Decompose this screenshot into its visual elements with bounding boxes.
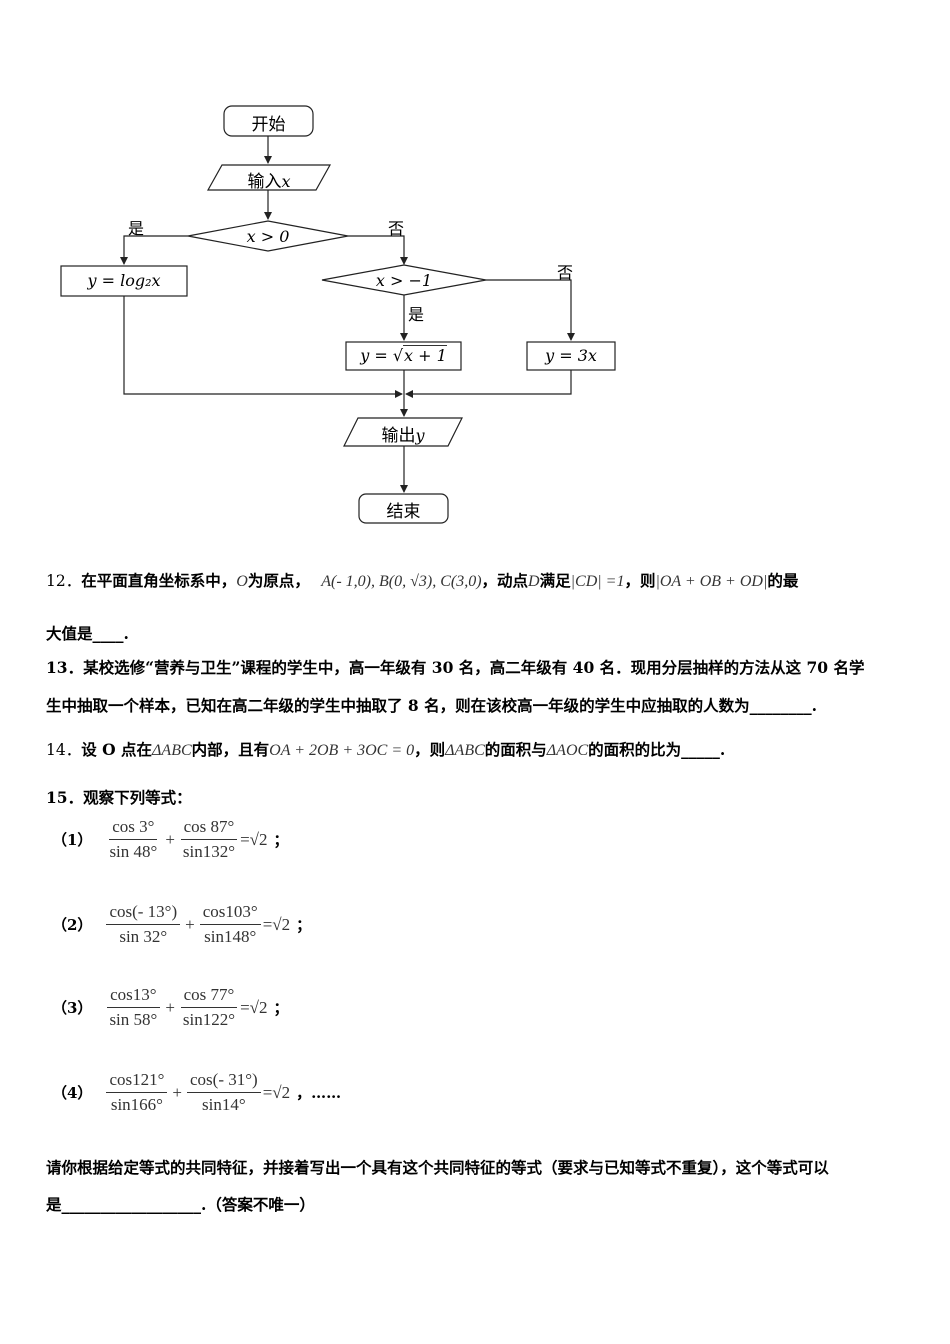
- output-text: 输出: [381, 426, 416, 446]
- eq2-frac2: cos103°sin148°: [199, 902, 261, 947]
- q12-text4: 满足: [539, 571, 571, 590]
- eq2-frac1: cos(- 13°)sin 32°: [106, 902, 181, 947]
- no1-label: 否: [388, 219, 405, 238]
- sqrt-lhs: y =: [360, 346, 393, 365]
- q14-text3: ，则: [414, 740, 446, 759]
- eq4-label: （4）: [52, 1084, 93, 1102]
- q12-text5: ，则: [624, 571, 656, 590]
- q15-head: 15．观察下列等式：: [46, 788, 192, 807]
- eq1-label: （1）: [52, 831, 93, 849]
- q14-text2: 内部，且有: [191, 740, 270, 759]
- cond2-label: x > −1: [375, 271, 433, 290]
- triple-process: [526, 341, 616, 371]
- q12-line2: 大值是____.: [46, 624, 129, 643]
- start-label: 开始: [251, 115, 286, 135]
- eq3-tail: ；: [273, 999, 289, 1017]
- eq4-frac2: cos(- 31°)sin14°: [187, 1070, 261, 1115]
- log-label: y = log₂x: [87, 271, 161, 290]
- eq3-label: （3）: [52, 999, 93, 1017]
- q12-origin: O: [236, 573, 248, 590]
- q15-equation-3: （3） cos13°sin 58° + cos 77°sin122° =√2 ；: [52, 985, 289, 1030]
- q14-text5: 的面积的比为_____.: [588, 740, 726, 759]
- sqrt-process: [345, 341, 462, 371]
- q12-cd-condition: |CD| =1: [570, 573, 625, 590]
- cond1-label: x > 0: [246, 227, 290, 246]
- log-process: [60, 265, 188, 297]
- q12-points: A(- 1,0), B(0, √3), C(3,0): [321, 573, 482, 590]
- q12-num: 12．: [46, 572, 82, 590]
- q12-text2: 为原点，: [247, 571, 310, 590]
- eq4-frac1: cos121°sin166°: [106, 1070, 168, 1115]
- yes2-label: 是: [408, 305, 425, 324]
- eq1-frac2: cos 87°sin132°: [180, 817, 238, 862]
- q14-text4: 的面积与: [484, 740, 547, 759]
- eq4-tail: ，……: [296, 1084, 342, 1102]
- q12-line1: 12．在平面直角坐标系中，O为原点， A(- 1,0), B(0, √3), C…: [46, 569, 798, 591]
- sqrt-arg: x + 1: [403, 345, 447, 365]
- eq3-rhs: =√2: [240, 997, 268, 1017]
- flowchart: [60, 105, 616, 524]
- end-node: [358, 493, 449, 524]
- q15-equation-1: （1） cos 3°sin 48° + cos 87°sin132° =√2 ；: [52, 817, 289, 862]
- q14-triangle-abc-2: ΔABC: [445, 742, 485, 759]
- output-label: 输出y: [344, 421, 462, 446]
- q12-text1: 在平面直角坐标系中，: [81, 571, 237, 590]
- eq1-tail: ；: [273, 831, 289, 849]
- q14-line: 14．设 O 点在ΔABC内部，且有OA + 2OB + 3OC = 0，则ΔA…: [46, 738, 725, 760]
- sqrt-label: y = √x + 1: [360, 345, 447, 365]
- output-node: [343, 417, 463, 447]
- q12-text3: ，动点: [481, 571, 529, 590]
- no2-label: 否: [557, 263, 574, 282]
- eq1-frac1: cos 3°sin 48°: [109, 817, 158, 861]
- q12-vector-sum: |OA + OB + OD|: [655, 573, 768, 590]
- q14-triangle-abc: ΔABC: [152, 742, 192, 759]
- q14-triangle-aoc: ΔAOC: [546, 742, 589, 759]
- q15-equation-2: （2） cos(- 13°)sin 32° + cos103°sin148° =…: [52, 902, 312, 947]
- q12-point-d: D: [528, 573, 540, 590]
- eq4-rhs: =√2: [262, 1082, 291, 1102]
- eq2-label: （2）: [52, 916, 93, 934]
- q14-vector-equation: OA + 2OB + 3OC = 0: [269, 742, 415, 759]
- eq3-frac2: cos 77°sin122°: [180, 985, 238, 1030]
- eq2-rhs: =√2: [262, 914, 291, 934]
- eq2-tail: ；: [296, 916, 312, 934]
- end-label: 结束: [386, 502, 421, 522]
- eq1-rhs: =√2: [240, 829, 268, 849]
- triple-label: y = 3x: [545, 346, 597, 365]
- q13-line2: 生中抽取一个样本，已知在高二年级的学生中抽取了 8 名，则在该校高一年级的学生中…: [46, 696, 817, 715]
- q14-text1: 设 O 点在: [81, 740, 153, 759]
- input-var: x: [281, 172, 291, 191]
- input-label: 输入x: [208, 167, 330, 192]
- yes1-label: 是: [128, 219, 145, 238]
- q13-line1: 13．某校选修“营养与卫生”课程的学生中，高一年级有 30 名，高二年级有 40…: [46, 658, 865, 677]
- q15-instruction-line1: 请你根据给定等式的共同特征，并接着写出一个具有这个共同特征的等式（要求与已知等式…: [46, 1158, 829, 1177]
- q15-equation-4: （4） cos121°sin166° + cos(- 31°)sin14° =√…: [52, 1070, 342, 1115]
- q14-num: 14．: [46, 741, 82, 759]
- output-var: y: [415, 426, 425, 445]
- eq3-frac1: cos13°sin 58°: [106, 985, 160, 1030]
- input-text: 输入: [247, 172, 282, 192]
- q15-instruction-line2: 是__________________.（答案不唯一）: [46, 1195, 315, 1214]
- q12-text6: 的最: [767, 571, 799, 590]
- input-node: [206, 164, 332, 191]
